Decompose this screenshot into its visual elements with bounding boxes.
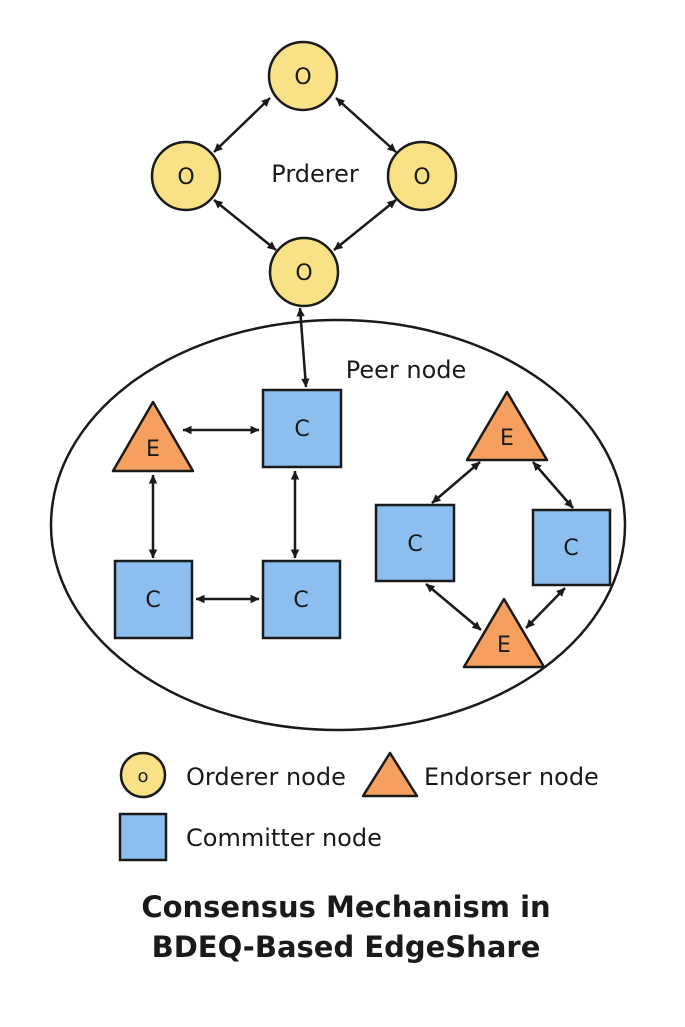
orderer-node-left: O [150, 140, 222, 212]
caption-line-1: Consensus Mechanism in [141, 890, 550, 924]
edge-o_bottom-c1 [296, 307, 310, 388]
caption-line-2: BDEQ-Based EdgeShare [152, 930, 541, 964]
svg-text:C: C [563, 536, 578, 561]
svg-text:O: O [413, 165, 430, 190]
edge-c5-e3 [525, 587, 566, 629]
committer-node-c2: C [113, 559, 194, 640]
endorser-node-e1: E [111, 400, 195, 473]
svg-text:O: O [295, 261, 312, 286]
svg-text:o: o [137, 766, 148, 787]
edge-o_top-o_left [213, 97, 271, 153]
svg-text:O: O [177, 165, 194, 190]
legend-orderer-icon: o [119, 751, 167, 799]
committer-node-c5: C [531, 508, 612, 587]
orderer-cluster-label: Prderer [271, 160, 359, 188]
legend-endorser-label: Endorser node [424, 763, 599, 791]
edge-o_left-o_bottom [213, 199, 277, 251]
edge-e2-c4 [431, 461, 481, 504]
legend-committer-icon [118, 812, 168, 862]
committer-node-c4: C [374, 503, 456, 583]
svg-text:E: E [146, 437, 160, 462]
peer-node-label: Peer node [346, 356, 467, 384]
edge-e2-c5 [532, 461, 574, 509]
endorser-node-e2: E [465, 390, 549, 462]
endorser-node-e3: E [462, 597, 546, 669]
legend-orderer-label: Orderer node [186, 763, 346, 791]
orderer-node-top: O [267, 40, 339, 112]
svg-text:E: E [497, 633, 511, 658]
committer-node-c1: C [261, 388, 343, 469]
legend-endorser-icon [361, 751, 419, 798]
edge-o_right-o_bottom [333, 199, 397, 251]
edges [148, 97, 574, 631]
svg-text:C: C [293, 588, 308, 613]
peer-node-region [49, 318, 627, 732]
svg-text:C: C [145, 588, 160, 613]
committer-node-c3: C [261, 559, 342, 640]
orderer-node-right: O [386, 140, 458, 212]
svg-text:C: C [407, 532, 422, 557]
orderer-node-bottom: O [268, 236, 340, 308]
edge-c4-e3 [425, 583, 482, 631]
legend: o Orderer node Endorser node Committer n… [118, 751, 599, 862]
svg-text:C: C [294, 417, 309, 442]
edge-o_top-o_right [335, 97, 397, 153]
svg-text:E: E [500, 426, 514, 451]
legend-committer-label: Committer node [186, 824, 382, 852]
svg-text:O: O [294, 65, 311, 90]
